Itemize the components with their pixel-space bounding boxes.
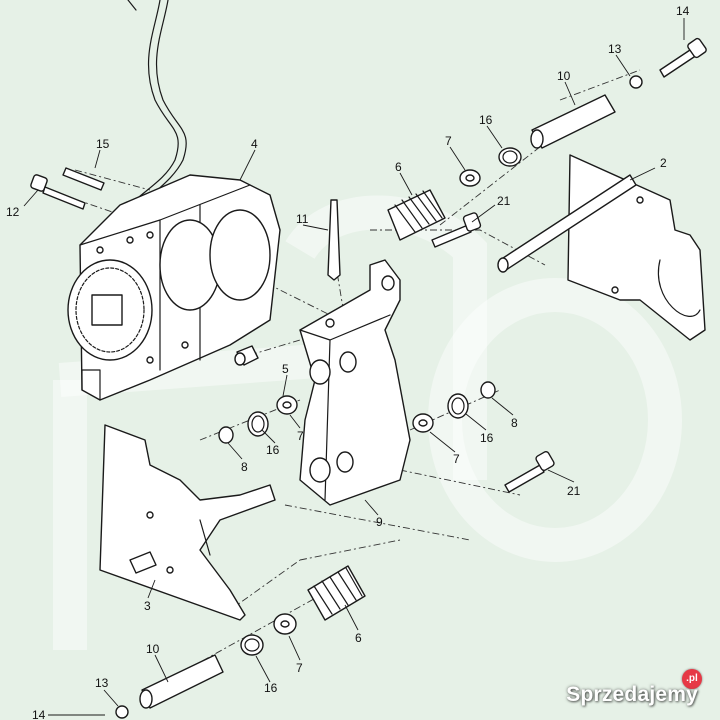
- callout-12: 12: [6, 205, 20, 219]
- callout-6-lower: 6: [355, 631, 362, 645]
- bolt-21-lower: [504, 450, 555, 493]
- brand-logo-badge: .pl: [682, 669, 702, 689]
- callout-21-lower: 21: [567, 484, 581, 498]
- callout-13-lower: 13: [95, 676, 109, 690]
- spring-lower: [307, 565, 366, 621]
- left-plate: [99, 424, 276, 621]
- leader-lines: [23, 18, 685, 716]
- snap-ring-lower: [240, 634, 264, 656]
- small-ring-mid-left: [218, 426, 234, 444]
- pin: [62, 167, 105, 191]
- callout-14-top: 14: [676, 4, 690, 18]
- washer-mid-left: [276, 395, 298, 415]
- callout-9: 9: [376, 515, 383, 529]
- callout-5: 5: [282, 362, 289, 376]
- callout-13-top: 13: [608, 42, 622, 56]
- callout-16-left: 16: [266, 443, 280, 457]
- snap-ring-upper: [498, 147, 522, 167]
- small-washer-upper: [629, 75, 643, 89]
- bushing: [234, 345, 259, 366]
- callout-10-top: 10: [557, 69, 571, 83]
- screw: [30, 174, 86, 210]
- washer-mid-right: [412, 413, 434, 433]
- callout-7-top: 7: [445, 134, 452, 148]
- spring-upper: [387, 189, 446, 241]
- central-bracket: [299, 259, 411, 506]
- callout-4: 4: [251, 137, 258, 151]
- callout-16-lower: 16: [264, 681, 278, 695]
- brand-watermark: Sprzedajemy: [566, 683, 698, 706]
- small-ring-mid-right: [480, 381, 496, 399]
- callout-8-left: 8: [241, 460, 248, 474]
- callout-11: 11: [296, 212, 309, 226]
- bolt-upper: [659, 37, 707, 78]
- callout-6-top: 6: [395, 160, 402, 174]
- callout-2: 2: [660, 156, 667, 170]
- callout-7-lower: 7: [296, 661, 303, 675]
- callout-16-top: 16: [479, 113, 493, 127]
- pin-assembly-upper: [530, 94, 616, 149]
- pin-assembly-lower: [139, 654, 224, 709]
- callout-8-right: 8: [511, 416, 518, 430]
- callout-21-top: 21: [497, 194, 511, 208]
- callout-14-lower: 14: [32, 708, 46, 720]
- callout-10-lower: 10: [146, 642, 160, 656]
- small-washer-lower: [115, 705, 129, 719]
- callout-7-right: 7: [453, 452, 460, 466]
- solenoid-housing: [67, 174, 281, 401]
- snap-ring-mid-right: [447, 393, 469, 419]
- callout-16-right: 16: [480, 431, 494, 445]
- callout-7-left: 7: [297, 429, 304, 443]
- snap-ring-mid-left: [247, 411, 269, 437]
- callout-15: 15: [96, 137, 110, 151]
- callout-3: 3: [144, 599, 151, 613]
- callout-labels: 14 13 10 16 7 2 6 21 4 15 12 11 5 8 16 7…: [6, 4, 690, 720]
- washer-lower: [273, 613, 297, 635]
- wiring-harness: [127, 0, 187, 209]
- washer-upper: [459, 169, 481, 187]
- long-pin: [327, 199, 341, 281]
- right-plate: [497, 154, 706, 341]
